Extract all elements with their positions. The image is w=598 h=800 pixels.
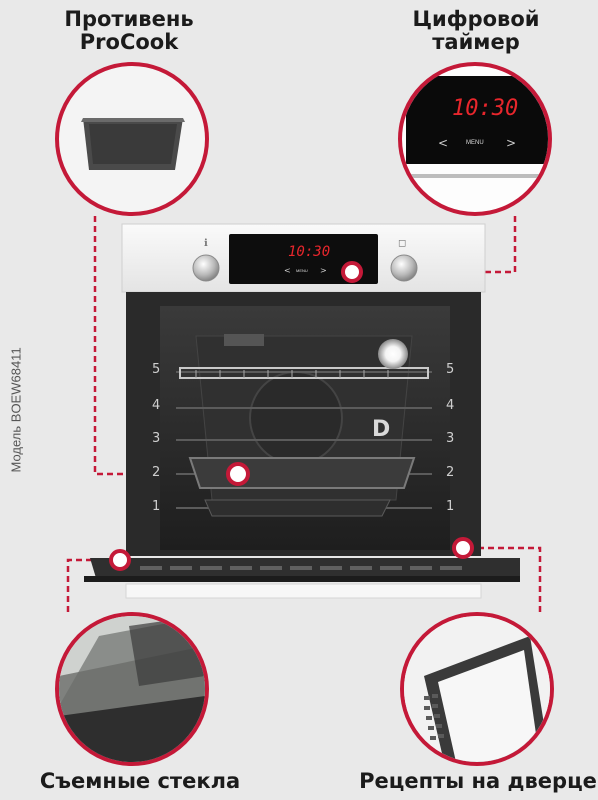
rack-level-left: 4 [152, 398, 161, 413]
display-panel [229, 234, 378, 284]
glass-detail-circle [55, 612, 209, 766]
tray-feature-title: Противень ProCook [44, 8, 214, 54]
recipes-detail-circle [400, 612, 554, 766]
baking-tray-image [81, 118, 185, 170]
timer-menu-button[interactable]: MENU [466, 140, 484, 146]
oven-lamp [378, 339, 408, 369]
panel-trim [402, 174, 548, 178]
tray-title-line1: Противень [64, 7, 194, 31]
connector-recipes [463, 546, 542, 612]
fan-cover [249, 371, 343, 465]
door-recipes-image [404, 616, 550, 762]
timer-left-arrow-icon[interactable]: < [438, 136, 449, 150]
function-mark-icon: ℹ [204, 238, 208, 249]
rack-level-left: 5 [152, 362, 161, 377]
hotspot-recipes [452, 537, 474, 559]
connector-glass [66, 558, 120, 612]
timer-title-line1: Цифровой [412, 7, 540, 31]
temperature-mark-icon: ◻ [398, 238, 406, 249]
hotspot-timer [341, 261, 363, 283]
rack-level-left: 2 [152, 465, 161, 480]
timer-display-panel [406, 76, 548, 164]
left-knob [192, 254, 220, 282]
wire-rack [179, 367, 429, 379]
oven-menu-label: MENU [296, 268, 308, 273]
rack-level-right: 4 [446, 398, 455, 413]
rack-level-left: 1 [152, 499, 161, 514]
timer-right-arrow-icon[interactable]: > [506, 136, 517, 150]
rack-level-right: 5 [446, 362, 455, 377]
rack-level-left: 3 [152, 431, 161, 446]
oven-left-arrow-icon: < [284, 266, 291, 275]
baking-tray [188, 457, 416, 489]
recipes-feature-title: Рецепты на дверце [359, 769, 597, 793]
timer-feature-title: Цифровой таймер [386, 8, 566, 54]
timer-detail-circle: 10:30 < MENU > [398, 62, 552, 216]
removable-glass-image [59, 616, 205, 762]
right-knob [390, 254, 418, 282]
rack-level-right: 1 [446, 499, 455, 514]
rack-level-right: 3 [446, 431, 455, 446]
timer-title-line2: таймер [432, 30, 520, 54]
hotspot-glass [109, 549, 131, 571]
rack-level-right: 2 [446, 465, 455, 480]
oven-display-time: 10:30 [288, 244, 331, 260]
tray-title-line2: ProCook [79, 30, 179, 54]
hotspot-tray [226, 462, 250, 486]
oven-right-arrow-icon: > [320, 266, 327, 275]
svg-text:D: D [372, 417, 390, 442]
timer-display-time: 10:30 [452, 96, 519, 121]
tray-detail-circle [55, 62, 209, 216]
glass-feature-title: Съемные стекла [39, 769, 241, 793]
